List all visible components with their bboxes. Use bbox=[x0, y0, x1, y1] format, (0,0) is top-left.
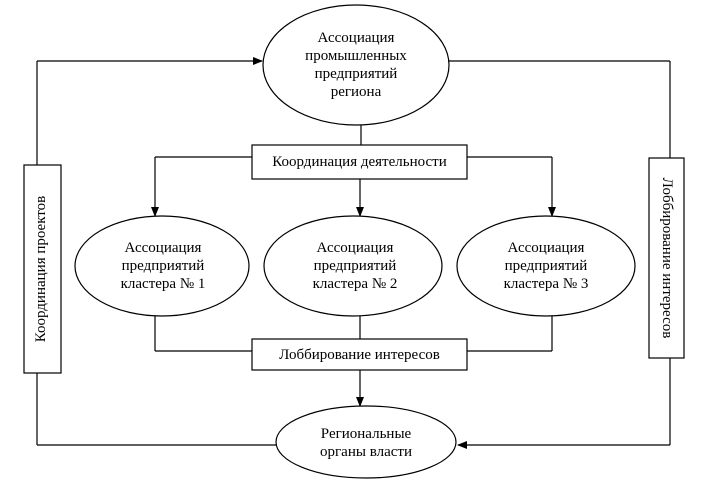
left-side-box-shape bbox=[23, 164, 62, 374]
left-side-label: Координация проектов bbox=[33, 195, 49, 343]
cluster-1-shape bbox=[74, 215, 250, 317]
coordination-label: Координация деятельности bbox=[272, 154, 447, 170]
right-side-label: Лоббирование интересов bbox=[659, 177, 675, 339]
bottom-node-label: Региональные органы власти bbox=[320, 426, 412, 460]
bottom-node-shape bbox=[275, 405, 457, 479]
top-node-shape bbox=[262, 4, 450, 126]
lobbying-label: Лоббирование интересов bbox=[279, 346, 440, 363]
cluster-3-label: Ассоциация предприятий кластера № 3 bbox=[503, 240, 589, 292]
cluster-3-shape bbox=[456, 215, 636, 317]
coordination-box-shape bbox=[251, 144, 468, 180]
right-side-box-shape bbox=[648, 157, 685, 359]
cluster-1-label: Ассоциация предприятий кластера № 1 bbox=[120, 240, 206, 292]
cluster-2-label: Ассоциация предприятий кластера № 2 bbox=[312, 240, 398, 292]
cluster-2-shape bbox=[263, 215, 443, 317]
top-node-label: Ассоциация промышленных предприятий реги… bbox=[305, 30, 407, 100]
lobbying-box-shape bbox=[251, 338, 468, 371]
